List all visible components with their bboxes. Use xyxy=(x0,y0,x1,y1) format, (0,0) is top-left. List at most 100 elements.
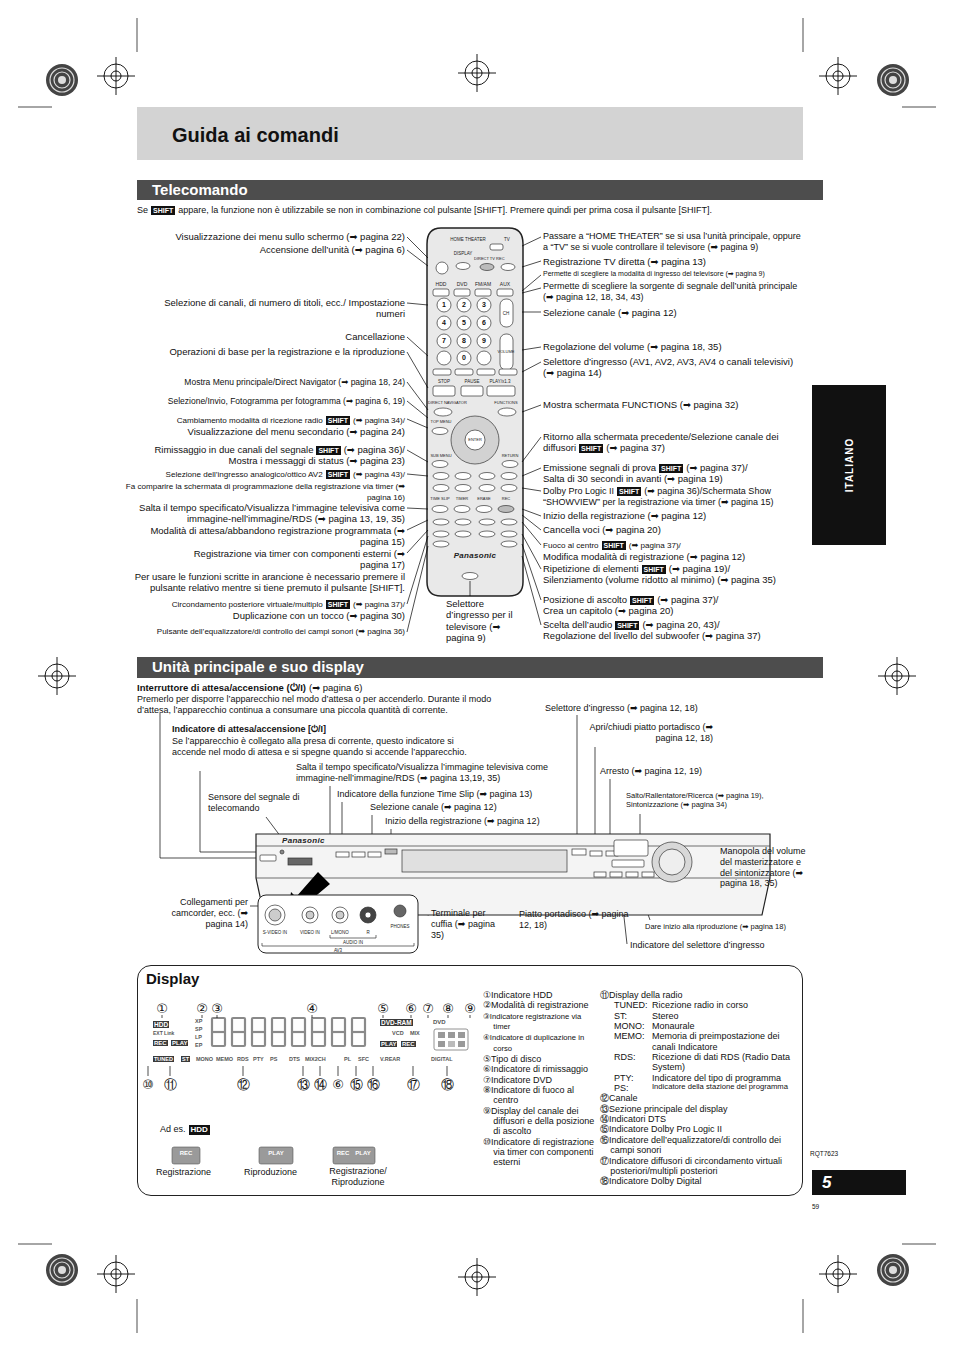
list-item: ⑱Indicatore Dolby Digital xyxy=(600,1176,803,1186)
display-indicator: MEMO xyxy=(216,1056,233,1062)
button-label: DISPLAY xyxy=(454,251,473,256)
callout-text: Regolazione del volume (➡ pagina 18, 35) xyxy=(543,341,722,352)
callout-text: Selezione di canali, di numero di titoli… xyxy=(164,297,405,319)
remote-control xyxy=(433,541,449,547)
label-block: Registrazione TV diretta (➡ pagina 13) xyxy=(543,256,803,267)
list-item: MEMO:Memoria di preimpostazione dei cana… xyxy=(600,1031,803,1052)
label-block: 3 xyxy=(477,301,491,309)
label-block: Ritorno alla schermata precedente/Selezi… xyxy=(543,431,798,454)
callout-text: Accensione dell’unità (➡ pagina 6) xyxy=(260,244,405,255)
label-block: PLAY xyxy=(353,1150,373,1157)
section-band: Unità principale e suo display xyxy=(137,657,823,678)
main-unit xyxy=(280,850,284,854)
label-block: REC xyxy=(335,1150,351,1157)
callout-text: (➡ pagina 37) xyxy=(606,442,665,453)
shift-badge: SHIFT xyxy=(659,464,683,473)
main-unit xyxy=(352,852,365,857)
label-block: HOME THEATER xyxy=(446,237,490,243)
main-unit xyxy=(262,943,414,946)
label-block: ⑨ xyxy=(463,1001,477,1017)
display-indicator: LP xyxy=(195,1034,202,1040)
callout-text: Rimissaggio in due canali del segnale xyxy=(154,444,313,455)
callout-text: Selezione canale (➡ pagina 12) xyxy=(370,802,497,812)
indicator-key: PTY: xyxy=(614,1073,652,1083)
remote-control xyxy=(477,351,491,365)
callout-text: Salta il tempo specificato/Visualizza l’… xyxy=(139,502,405,524)
main-unit xyxy=(302,907,318,923)
label-block: Inizio della registrazione (➡ pagina 12) xyxy=(543,510,803,521)
button-label: PAUSE xyxy=(465,379,480,384)
label-block: Selezione/Invio, Fotogramma per fotogram… xyxy=(100,396,405,406)
callout-text-small: Fuoco al centro xyxy=(543,541,599,550)
segment-digit xyxy=(232,1031,245,1033)
print-marks xyxy=(46,64,78,96)
page-title: Guida ai comandi xyxy=(172,124,339,147)
callout-text: Se l’apparecchio è collegato alla presa … xyxy=(172,736,467,757)
callout-text: Premerlo per disporre l’apparecchio nel … xyxy=(137,694,491,715)
callout-number: ② xyxy=(196,1001,208,1016)
remote-control xyxy=(455,519,471,525)
shift-badge: SHIFT xyxy=(579,444,603,453)
segment-digit xyxy=(272,1018,285,1046)
label-block: Ripetizione di elementiSHIFT(➡ pagina 19… xyxy=(543,563,805,586)
label-block: DISPLAY xyxy=(452,251,474,257)
label-block: Regolazione del volume (➡ pagina 18, 35) xyxy=(543,341,803,352)
indicator-key: PS: xyxy=(614,1083,652,1093)
button-label: PLAY/x1.3 xyxy=(490,379,511,384)
callout-number: ⑰ xyxy=(407,1077,420,1092)
button-label: L/MONO xyxy=(331,930,349,935)
leader-lines xyxy=(522,312,541,313)
label-block: Interruttore di attesa/accensione (⏻/I)(… xyxy=(137,682,537,693)
button-label: VIDEO IN xyxy=(300,930,320,935)
callout-text: ⑰Indicatore diffusori di circondamento v… xyxy=(600,1156,782,1176)
list-item: ⑪Display della radio xyxy=(600,990,803,1000)
label-block: Permette di scegliere la sorgente di seg… xyxy=(543,281,805,303)
callout-text: ②Modalità di registrazione xyxy=(483,1000,589,1010)
label-block: DVD-RAM xyxy=(380,1019,424,1027)
callout-text: Riproduzione xyxy=(244,1167,297,1177)
segment-digit xyxy=(252,1018,265,1046)
callout-text: Selezione/Invio, Fotogramma per fotogram… xyxy=(168,396,405,406)
label-block: TOP MENU xyxy=(429,420,453,425)
callout-text-small: (➡ pagina 34)/ xyxy=(353,416,405,425)
button-number: 6 xyxy=(482,319,486,326)
list-item: PTY:Indicatore del tipo di programma xyxy=(600,1073,803,1083)
front-display xyxy=(458,1041,465,1047)
main-unit xyxy=(256,846,770,847)
callout-text: Inizio della registrazione (➡ pagina 12) xyxy=(385,816,540,826)
status-icons xyxy=(259,1147,293,1164)
indicator-key: MEMO: xyxy=(614,1031,652,1052)
callout-text: ⑦Indicatore DVD xyxy=(483,1075,552,1085)
label-block: R xyxy=(358,930,378,936)
callout-text: ⑥Indicatore di rimissaggio xyxy=(483,1064,588,1074)
button-label: HDD xyxy=(436,281,447,287)
button-label: AV3 xyxy=(334,948,342,953)
label-block: Cancellazione xyxy=(300,331,405,342)
callout-text-small: (➡ pagina 37)/ xyxy=(353,600,405,609)
callout-text: Indicatore del tipo di programma xyxy=(652,1073,803,1083)
label-block: FM/AM xyxy=(474,281,492,287)
button-label: DIRECT TV REC xyxy=(474,256,505,261)
node-text: Display xyxy=(146,970,199,987)
button-label: SUB MENU xyxy=(430,453,451,458)
shift-badge: SHIFT xyxy=(617,487,641,496)
callout-number: ⑤ xyxy=(377,1001,389,1016)
remote-control xyxy=(500,299,513,327)
main-unit xyxy=(626,872,638,877)
main-unit xyxy=(402,850,567,872)
callout-text: ⑩Indicatore di registrazione via timer c… xyxy=(483,1137,594,1168)
display-indicator: EP xyxy=(195,1042,202,1048)
label-block: TUNED xyxy=(153,1056,179,1063)
list-item: TUNED:Ricezione radio in corso xyxy=(600,1000,803,1010)
leader-lines xyxy=(522,437,541,462)
display-indicator: PL xyxy=(344,1056,351,1062)
label-block: Salta il tempo specificato/Visualizza l’… xyxy=(133,502,405,525)
label-block: PL xyxy=(344,1056,356,1063)
callout-number: ⑥ xyxy=(332,1077,344,1092)
main-unit xyxy=(306,911,314,919)
main-unit xyxy=(336,852,349,857)
label-block: Selezione di canali, di numero di titoli… xyxy=(160,297,405,320)
node-text: ITALIANO xyxy=(844,438,855,492)
button-label: DVD xyxy=(457,281,468,287)
remote-control xyxy=(433,485,449,492)
